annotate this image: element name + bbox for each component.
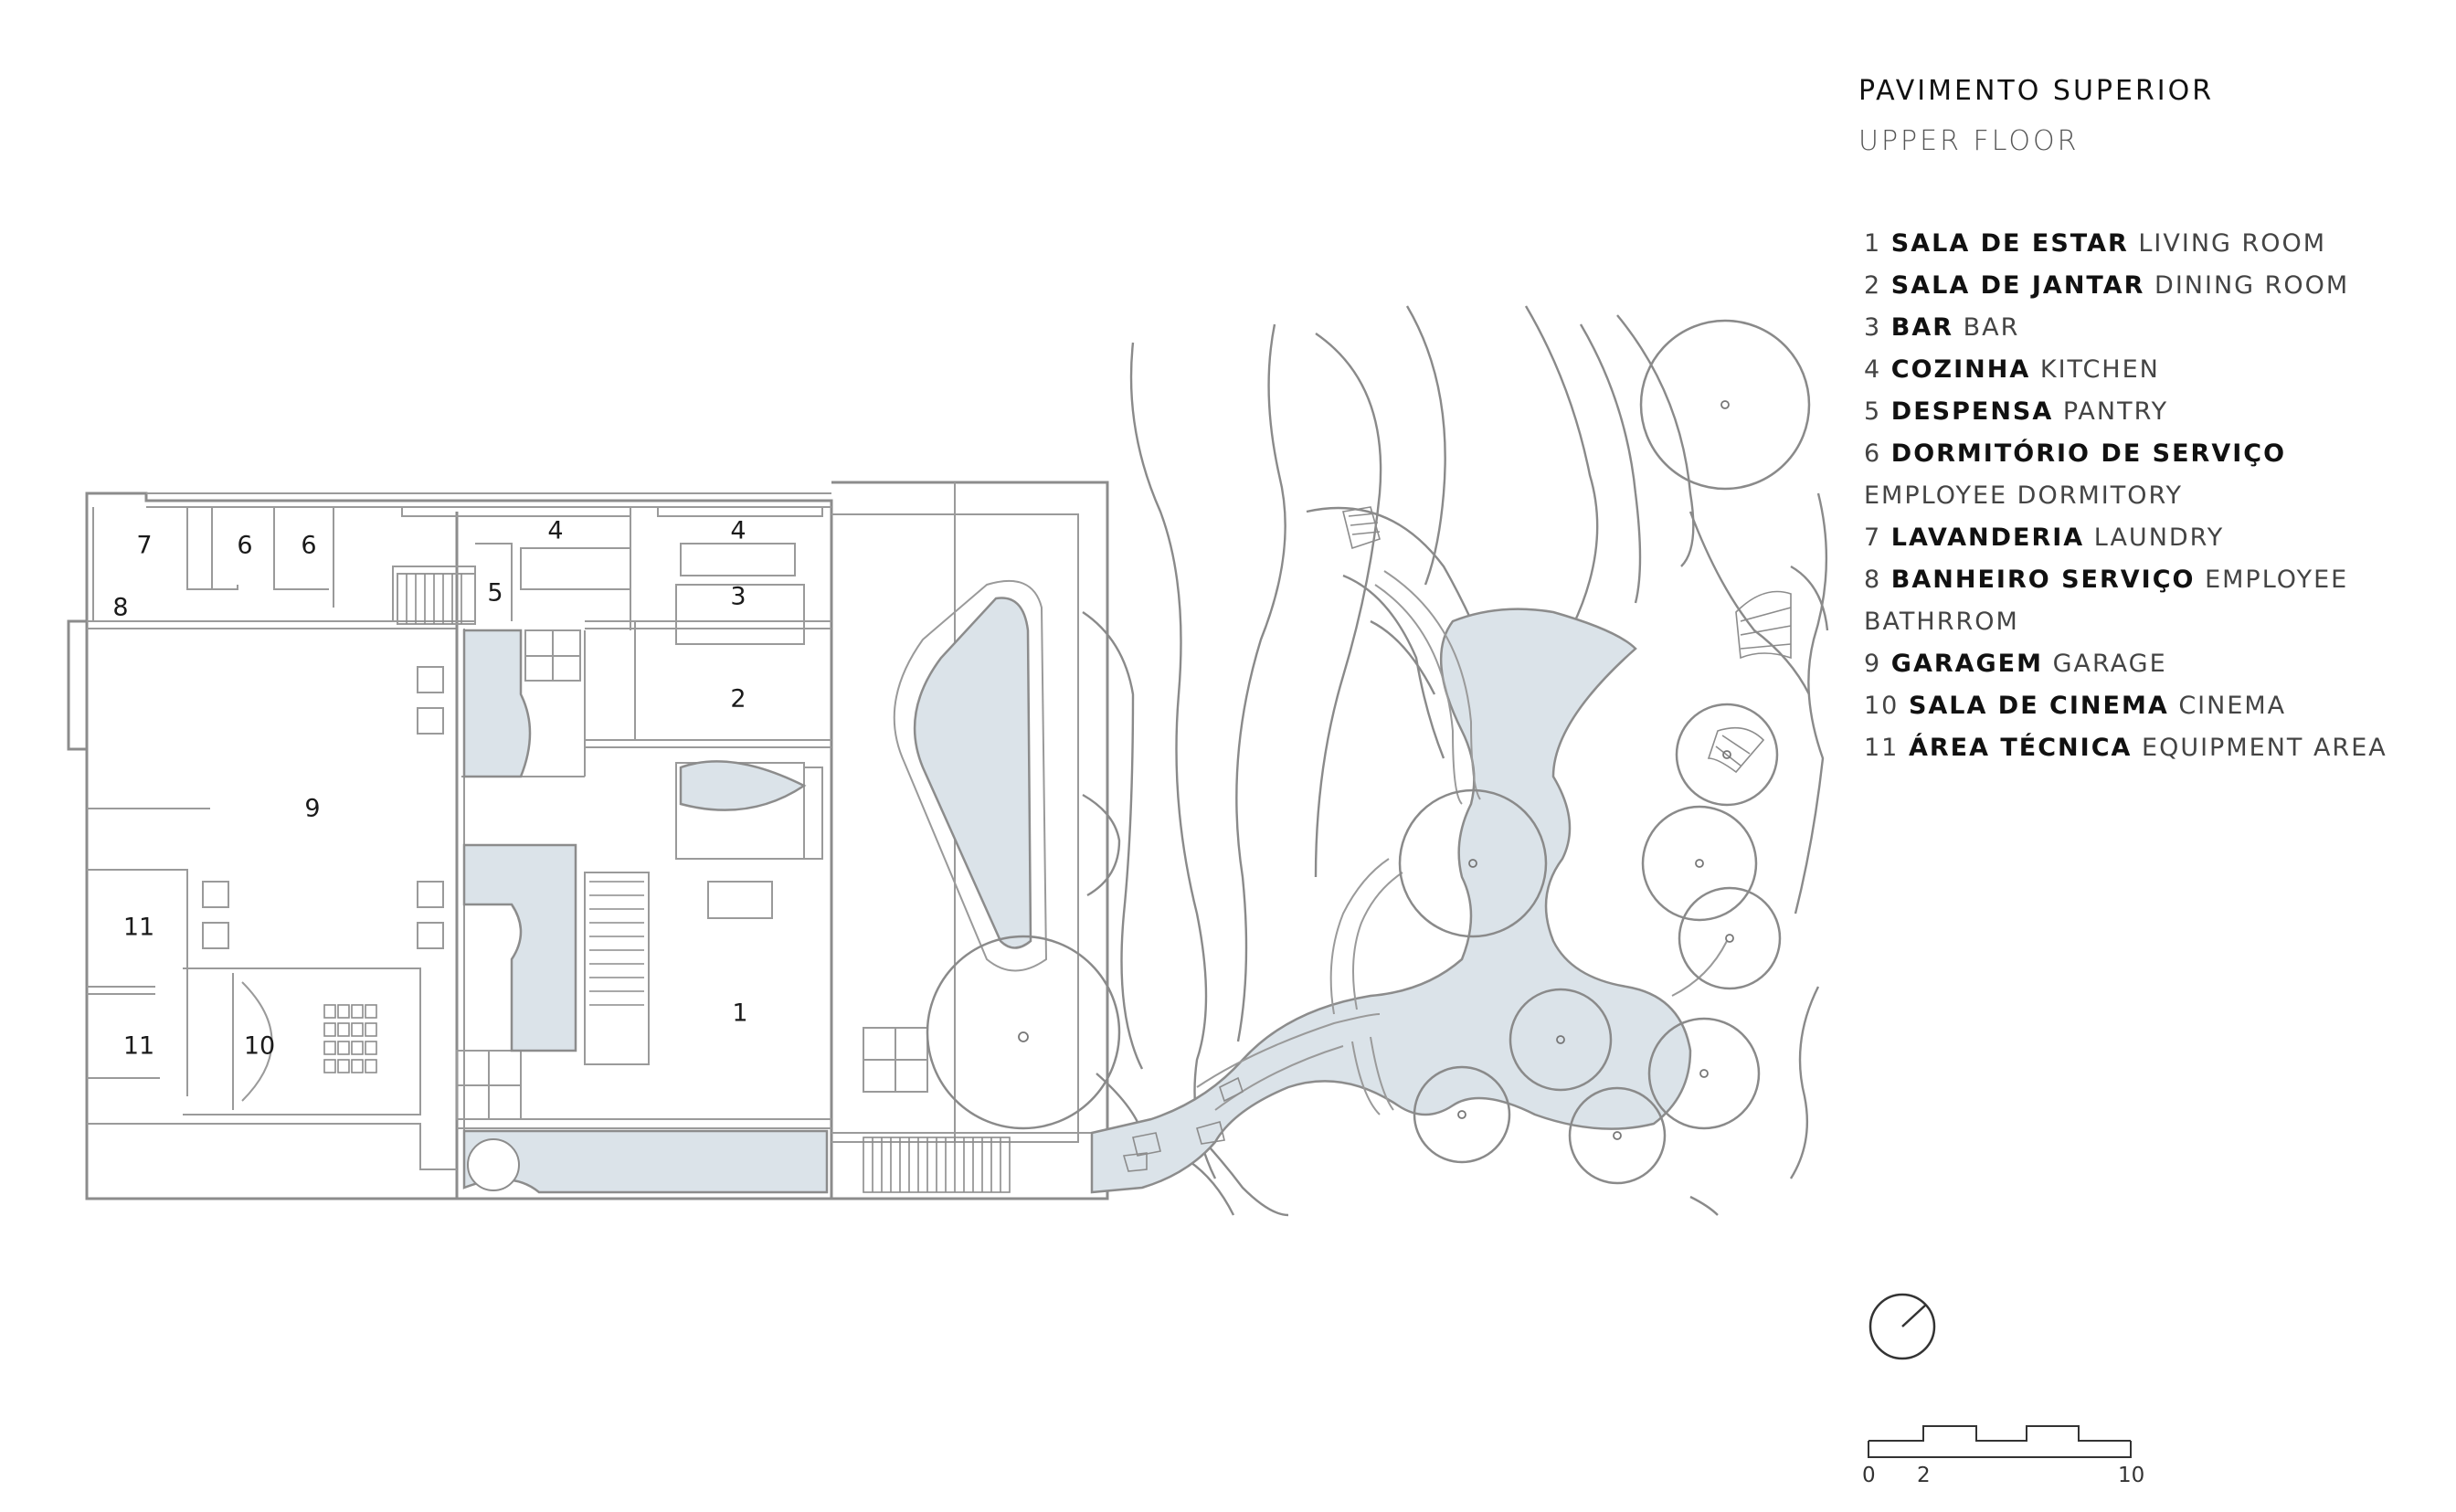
stairs: [241, 573, 1011, 1193]
room-label-11b: 11: [123, 1032, 154, 1061]
garden-trees: [1398, 319, 1811, 1185]
room-label-4b: 4: [730, 517, 746, 545]
tree: [1678, 886, 1782, 990]
scale-label-mid: 2: [1917, 1464, 1931, 1487]
room-labels: 7 6 6 8 4 4 5 3 2 9 1 11 11 10: [112, 517, 747, 1061]
legend-item: 1 SALA DE ESTAR LIVING ROOM: [1864, 229, 2327, 258]
room-label-6b: 6: [301, 532, 316, 560]
room-label-5: 5: [487, 579, 503, 608]
room-label-9: 9: [304, 795, 320, 823]
north-arrow-icon: [1868, 1293, 1936, 1360]
tree: [926, 935, 1121, 1130]
legend-item: 8 BANHEIRO SERVIÇO EMPLOYEE BATHRROM: [1864, 566, 2349, 636]
swimming-pool: [893, 579, 1121, 1130]
tree: [1641, 805, 1758, 922]
building-walls: [67, 481, 1109, 1200]
legend-item: 7 LAVANDERIA LAUNDRY: [1864, 523, 2225, 552]
scale-bar: [1868, 1425, 2132, 1458]
terrain-contours: [1082, 305, 1829, 1217]
legend-item: 3 BAR BAR: [1864, 313, 2020, 342]
room-legend: 1 SALA DE ESTAR LIVING ROOM 2 SALA DE JA…: [1864, 223, 2430, 769]
room-label-3: 3: [730, 583, 746, 611]
legend-item: 11 ÁREA TÉCNICA EQUIPMENT AREA: [1864, 734, 2387, 762]
legend-item: 6 DORMITÓRIO DE SERVIÇO EMPLOYEE DORMITO…: [1864, 439, 2287, 510]
room-label-11a: 11: [123, 914, 154, 942]
room-label-8: 8: [112, 594, 128, 622]
legend-item: 10 SALA DE CINEMA CINEMA: [1864, 692, 2287, 720]
tree: [1398, 788, 1548, 938]
legend-item: 9 GARAGEM GARAGE: [1864, 650, 2167, 678]
legend-item: 4 COZINHA KITCHEN: [1864, 355, 2160, 384]
drawing-title: PAVIMENTO SUPERIOR UPPER FLOOR: [1858, 75, 2214, 157]
room-label-4a: 4: [547, 517, 563, 545]
garden-pond: [1090, 506, 1792, 1194]
scale-label-start: 0: [1862, 1464, 1876, 1487]
title-english: UPPER FLOOR: [1858, 125, 2080, 157]
tree: [1413, 1065, 1511, 1164]
room-label-2: 2: [730, 685, 746, 714]
room-label-10: 10: [244, 1032, 275, 1061]
tree: [1509, 988, 1613, 1092]
legend-item: 2 SALA DE JANTAR DINING ROOM: [1864, 271, 2350, 300]
room-label-1: 1: [732, 999, 747, 1028]
room-label-6a: 6: [237, 532, 252, 560]
room-label-7: 7: [136, 532, 152, 560]
tree: [1639, 319, 1811, 491]
tree: [1675, 703, 1779, 807]
title-portuguese: PAVIMENTO SUPERIOR: [1858, 75, 2215, 107]
legend-item: 5 DESPENSA PANTRY: [1864, 397, 2169, 426]
interior-water: [462, 629, 829, 1194]
scale-label-end: 10: [2118, 1464, 2145, 1487]
tree: [1568, 1086, 1667, 1185]
tree: [1647, 1017, 1761, 1130]
